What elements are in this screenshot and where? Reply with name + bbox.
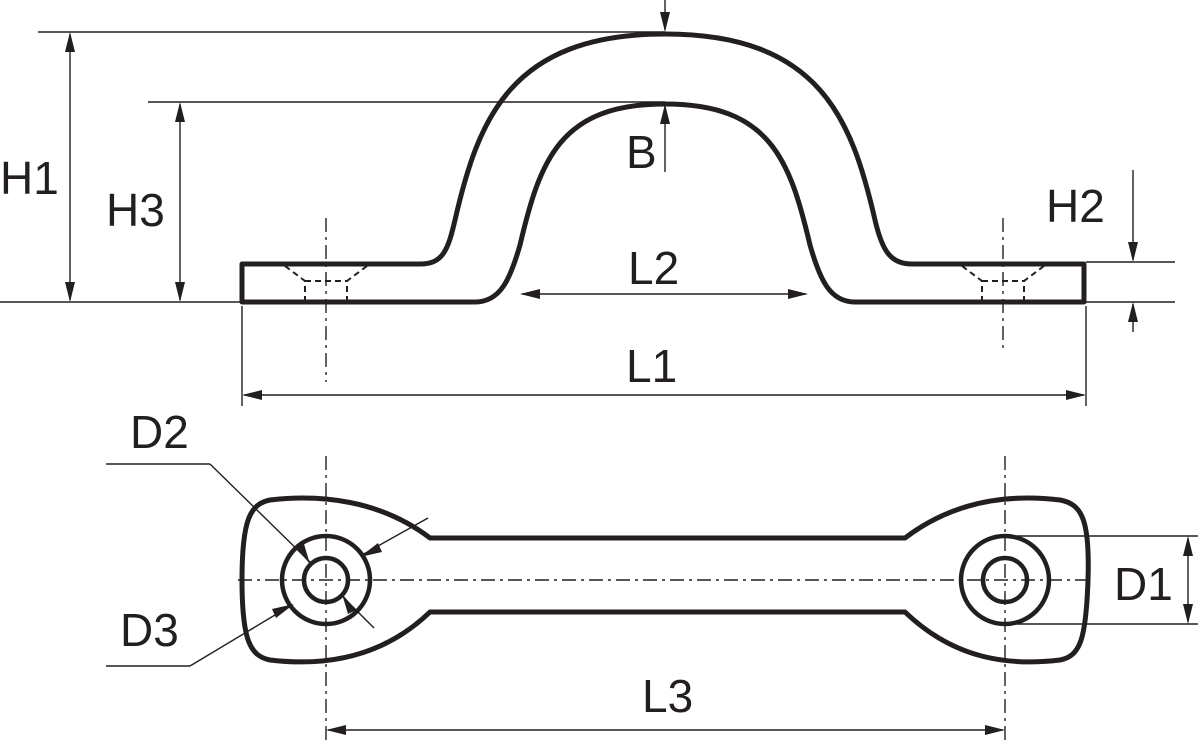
dimension-l1: L1: [241, 306, 1087, 406]
top-view-outline: [239, 495, 1091, 665]
h2-label: H2: [1046, 180, 1105, 232]
dimension-d3: D3: [106, 517, 429, 667]
side-view-outline: [239, 31, 1087, 305]
dimension-d2: D2: [106, 406, 375, 629]
dimension-d1: D1: [1005, 535, 1198, 625]
l2-label: L2: [628, 242, 679, 294]
l1-label: L1: [626, 340, 677, 392]
h1-label: H1: [0, 152, 59, 204]
dimension-l3: L3: [326, 670, 1005, 735]
side-view: [239, 31, 1087, 382]
dimension-h1: H1: [0, 31, 665, 303]
dimension-l2: L2: [520, 242, 808, 299]
d2-label: D2: [130, 406, 189, 458]
b-label: B: [626, 126, 657, 178]
dimension-b: B: [626, 0, 670, 178]
d1-label: D1: [1114, 558, 1173, 610]
dimension-h2: H2: [1046, 170, 1175, 332]
dimension-h3: H3: [106, 101, 665, 302]
l3-label: L3: [642, 670, 693, 722]
h3-label: H3: [106, 184, 165, 236]
d3-label: D3: [120, 604, 179, 656]
